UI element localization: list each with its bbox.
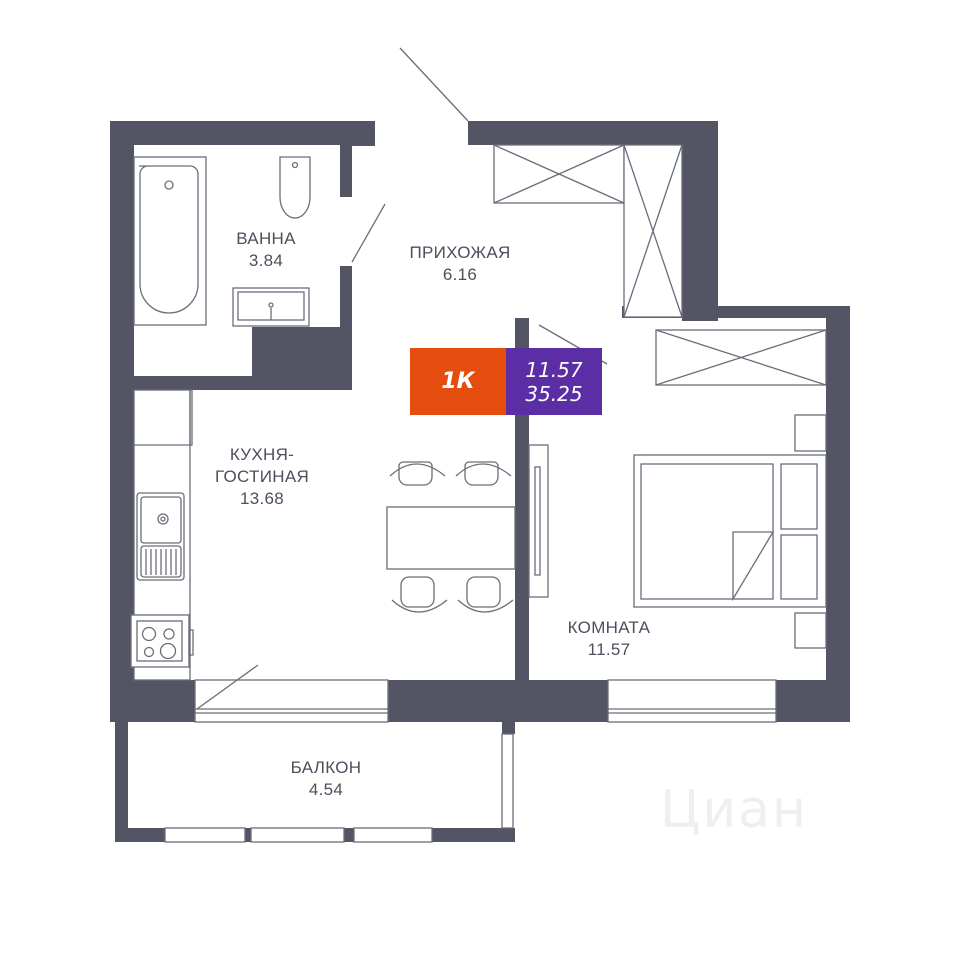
apartment-badge: 1К 11.57 35.25 — [410, 348, 602, 415]
room-area: 3.84 — [248, 251, 284, 270]
windows — [164, 679, 777, 843]
doors — [196, 47, 608, 710]
room-label-bathroom: ВАННА 3.84 — [222, 228, 310, 272]
room-area: 13.68 — [239, 489, 285, 508]
room-area: 6.16 — [442, 265, 478, 284]
watermark-logo: Циан — [660, 780, 809, 840]
living-area: 11.57 — [525, 357, 583, 382]
room-label-kitchen-living: КУХНЯ- ГОСТИНАЯ 13.68 — [198, 444, 326, 510]
room-name: ВАННА — [236, 229, 296, 248]
room-label-hallway: ПРИХОЖАЯ 6.16 — [393, 242, 527, 286]
wardrobes — [493, 144, 827, 386]
room-name: КУХНЯ- — [229, 445, 295, 464]
kitchen-fixtures — [130, 389, 516, 681]
room-name: ПРИХОЖАЯ — [409, 243, 511, 262]
room-label-balcony: БАЛКОН 4.54 — [276, 757, 376, 801]
total-area: 35.25 — [525, 381, 583, 406]
room-count-badge: 1К — [410, 348, 506, 415]
room-name: ГОСТИНАЯ — [214, 467, 310, 486]
area-badge: 11.57 35.25 — [506, 348, 602, 415]
chairs — [389, 461, 514, 613]
room-name: КОМНАТА — [567, 618, 651, 637]
bedroom-furniture — [528, 414, 827, 649]
room-name: БАЛКОН — [290, 758, 362, 777]
room-area: 11.57 — [587, 640, 631, 659]
bathroom-fixtures — [133, 156, 311, 327]
room-area: 4.54 — [308, 780, 344, 799]
room-label-bedroom: КОМНАТА 11.57 — [554, 617, 664, 661]
